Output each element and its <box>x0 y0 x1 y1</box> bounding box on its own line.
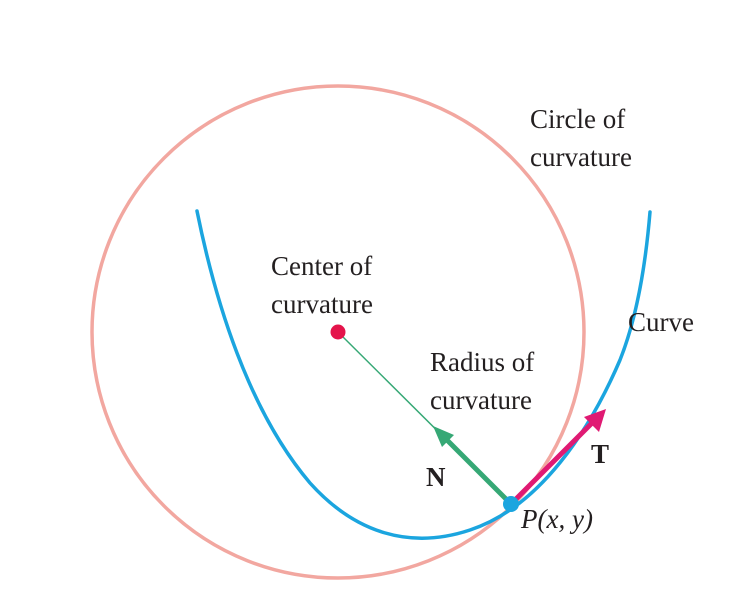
normal-vector-arrowhead <box>433 426 454 447</box>
radius-label-line2: curvature <box>430 385 532 415</box>
radius-label-line1: Radius of <box>430 347 534 377</box>
normal-label: N <box>426 462 446 492</box>
center-label-line1: Center of <box>271 251 372 281</box>
center-of-curvature-point <box>330 324 346 340</box>
point-label: P(x, y) <box>520 504 593 534</box>
tangent-vector <box>509 417 598 506</box>
curve-path <box>195 209 652 540</box>
circle-of-curvature <box>90 84 586 580</box>
curve-label: Curve <box>628 307 694 337</box>
point-label-coords: (x, y) <box>538 504 593 534</box>
tangent-vector-arrowhead <box>584 409 606 432</box>
point-label-letter: P <box>520 504 538 534</box>
circle-label-line2: curvature <box>530 142 632 172</box>
tangent-label: T <box>591 439 609 469</box>
point-p <box>503 496 519 512</box>
center-label-line2: curvature <box>271 289 373 319</box>
circle-label-line1: Circle of <box>530 104 625 134</box>
normal-vector <box>442 435 513 506</box>
